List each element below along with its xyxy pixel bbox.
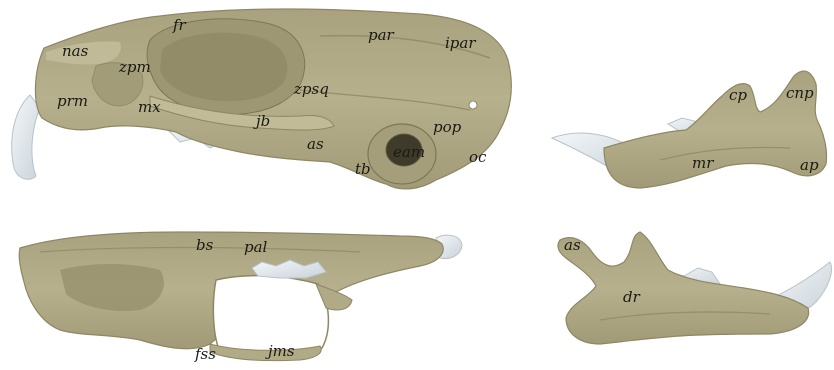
label-tb: tb: [355, 160, 371, 178]
label-mr: mr: [692, 154, 714, 172]
label-mx: mx: [138, 98, 161, 116]
label-pal: pal: [244, 238, 268, 256]
label-eam: eam: [393, 143, 425, 161]
label-zpm: zpm: [118, 58, 151, 76]
label-jb: jb: [253, 112, 270, 130]
label-dr: dr: [623, 288, 641, 306]
skull-lateral-view: nas fr par ipar zpm prm mx zpsq jb as po…: [12, 9, 512, 189]
label-nas: nas: [62, 42, 89, 60]
mandible-medial-view: as dr: [558, 232, 831, 344]
skull-ventral-view: bs pal fss jms: [19, 232, 462, 363]
label-jms: jms: [265, 342, 295, 360]
label-cp: cp: [729, 86, 747, 104]
label-fss: fss: [194, 345, 216, 363]
label-ap: ap: [800, 156, 819, 174]
mandible-lateral-view: cp cnp mr ap: [552, 71, 827, 188]
label-fr: fr: [172, 16, 187, 34]
label-bs: bs: [196, 236, 214, 254]
label-as-medial: as: [564, 236, 581, 254]
label-zpsq: zpsq: [293, 80, 329, 98]
label-as: as: [307, 135, 324, 153]
molar-row-ventral: [252, 260, 326, 278]
label-ipar: ipar: [445, 34, 476, 52]
upper-incisor: [12, 95, 40, 179]
mandible-body-medial: [558, 232, 809, 344]
label-cnp: cnp: [786, 84, 814, 102]
parietal-foramen: [469, 101, 477, 109]
label-oc: oc: [469, 148, 487, 166]
label-par: par: [368, 26, 395, 44]
label-pop: pop: [433, 118, 462, 136]
label-prm: prm: [57, 92, 88, 110]
